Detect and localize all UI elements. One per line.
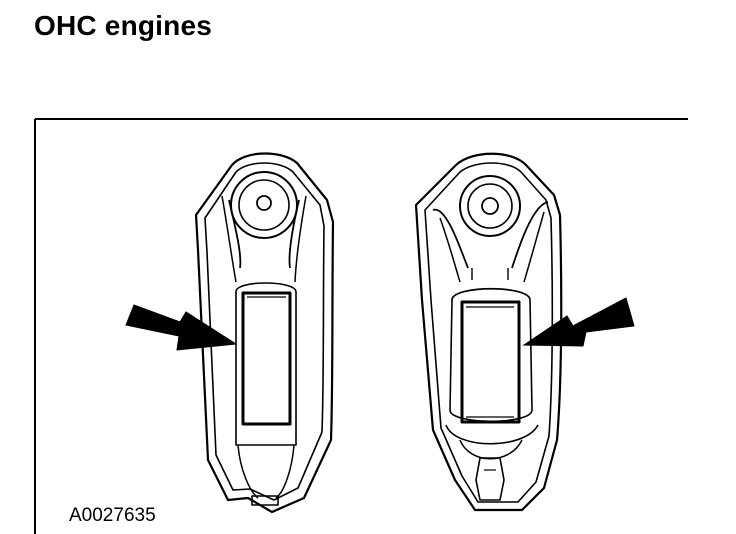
rocker-left-roller: [241, 291, 292, 426]
pointer-arrow-left: [125, 304, 238, 351]
figure-frame: [34, 118, 688, 534]
rocker-right-pivot-boss: [459, 175, 521, 237]
rocker-right-pad: [475, 457, 505, 501]
rocker-right-pivot-hole: [481, 197, 499, 215]
rocker-right-outer-body: [414, 152, 563, 512]
rocker-left-pivot-boss: [230, 171, 298, 239]
rocker-arm-right: [414, 152, 563, 512]
rocker-right-inner-body: [424, 162, 554, 503]
page-title: OHC engines: [34, 10, 213, 41]
rocker-left-pad: [251, 495, 279, 506]
pointer-arrow-right: [522, 297, 635, 347]
rocker-right-roller: [460, 300, 521, 424]
rocker-left-inner-body: [204, 162, 325, 501]
figure-id: A0027635: [69, 505, 156, 526]
rocker-left-outer-body: [194, 152, 335, 514]
rocker-arm-left: [194, 152, 335, 514]
rocker-left-pivot-hole: [256, 195, 272, 211]
